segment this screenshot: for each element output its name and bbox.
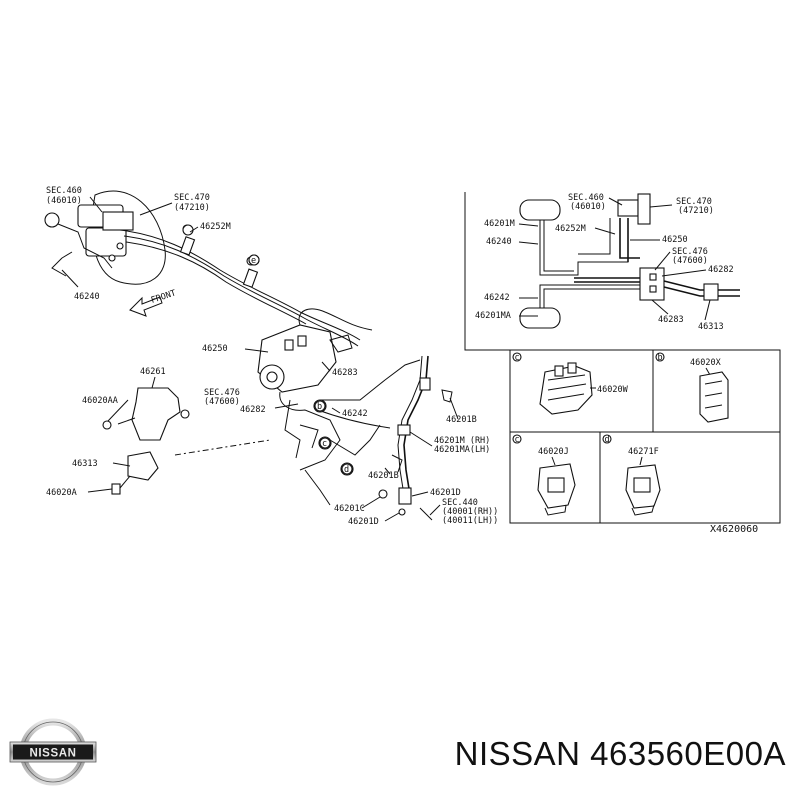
label-sec440: SEC.440 (442, 498, 478, 508)
label-46020a: 46020A (46, 488, 77, 498)
bracket-46261-drawing (102, 387, 271, 495)
brake-tube-46252m-drawing (119, 224, 361, 347)
detail-box-c1-letter: c (515, 353, 520, 363)
schematic-sec476: SEC.476 (672, 247, 708, 257)
schematic-46250: 46250 (662, 235, 688, 245)
label-sec470-sub: (47210) (174, 203, 210, 213)
detail-box-c2-letter: c (515, 435, 520, 445)
label-46201ma-lh: 46201MA(LH) (434, 445, 490, 455)
clip-46020w-drawing (539, 362, 593, 415)
ref-b: b (317, 402, 322, 412)
label-46201b-a: 46201B (446, 415, 477, 425)
label-46313: 46313 (72, 459, 98, 469)
clip-46020j-drawing (537, 463, 576, 516)
label-46242: 46242 (342, 409, 368, 419)
schematic-sec460-sub: (46010) (570, 202, 606, 212)
detail-46020x-label: 46020X (690, 358, 722, 368)
ref-d: d (344, 465, 349, 475)
label-46240: 46240 (74, 292, 100, 302)
piping-schematic: SEC.460 (46010) SEC.470 (47210) 46201M 4… (464, 192, 780, 351)
label-46201d-a: 46201D (348, 517, 379, 527)
label-front: FRONT (150, 288, 177, 305)
clip-46020x-drawing (699, 371, 729, 423)
detail-box-d-letter: d (605, 435, 610, 445)
front-arrow-icon (129, 296, 163, 317)
schematic-46313: 46313 (698, 322, 724, 332)
schematic-46242: 46242 (484, 293, 510, 303)
schematic-sec476-sub: (47600) (672, 256, 708, 266)
label-46201m-rh: 46201M (RH) (434, 436, 490, 446)
detail-46020w-label: 46020W (597, 385, 629, 395)
label-46201b-b: 46201B (368, 471, 399, 481)
detail-46020j-label: 46020J (538, 447, 569, 457)
detail-boxes: c 46020W b 46020X c 46020J d 46 (509, 349, 781, 535)
detail-box-b1-letter: b (658, 353, 663, 363)
schematic-46201ma: 46201MA (475, 311, 511, 321)
schematic-46282: 46282 (708, 265, 734, 275)
detail-46271f-label: 46271F (628, 447, 659, 457)
label-46283: 46283 (332, 368, 358, 378)
label-46020aa: 46020AA (82, 396, 118, 406)
main-labels: SEC.460 (46010) SEC.470 (47210) 46252M 4… (46, 186, 498, 527)
schematic-sec470: SEC.470 (676, 197, 712, 207)
label-46201c: 46201C (334, 504, 365, 514)
schematic-sec470-sub: (47210) (678, 206, 714, 216)
master-cylinder-drawing (44, 190, 166, 285)
label-sec470: SEC.470 (174, 193, 210, 203)
leader-lines (61, 196, 459, 522)
schematic-46240: 46240 (486, 237, 512, 247)
brake-hose-drawing (391, 355, 453, 505)
label-sec440-lh: (40011(LH)) (442, 516, 498, 526)
schematic-46283: 46283 (658, 315, 684, 325)
label-46282: 46282 (240, 405, 266, 415)
logo-text: NISSAN (29, 748, 76, 760)
ref-e: e (251, 256, 256, 266)
label-sec476-sub: (47600) (204, 397, 240, 407)
label-sec440-rh: (40001(RH)) (442, 507, 498, 517)
reference-markers: e b c d (248, 254, 353, 475)
label-sec460-sub: (46010) (46, 196, 82, 206)
label-46261: 46261 (140, 367, 166, 377)
nissan-logo: NISSAN (9, 718, 97, 786)
label-46250: 46250 (202, 344, 228, 354)
clip-46271f-drawing (625, 464, 661, 516)
schematic-sec460: SEC.460 (568, 193, 604, 203)
label-sec476: SEC.476 (204, 388, 240, 398)
schematic-46201m: 46201M (484, 219, 515, 229)
part-number-caption: NISSAN 463560E00A (454, 735, 786, 772)
abs-actuator-drawing (257, 308, 421, 506)
label-sec460: SEC.460 (46, 186, 82, 196)
ref-c: c (322, 439, 327, 449)
brand-row: NISSAN NISSAN 463560E00A (0, 708, 800, 800)
schematic-46252m: 46252M (555, 224, 586, 234)
label-46201d-b: 46201D (430, 488, 461, 498)
label-46252m: 46252M (200, 222, 231, 232)
drawing-code: X4620060 (710, 524, 758, 535)
